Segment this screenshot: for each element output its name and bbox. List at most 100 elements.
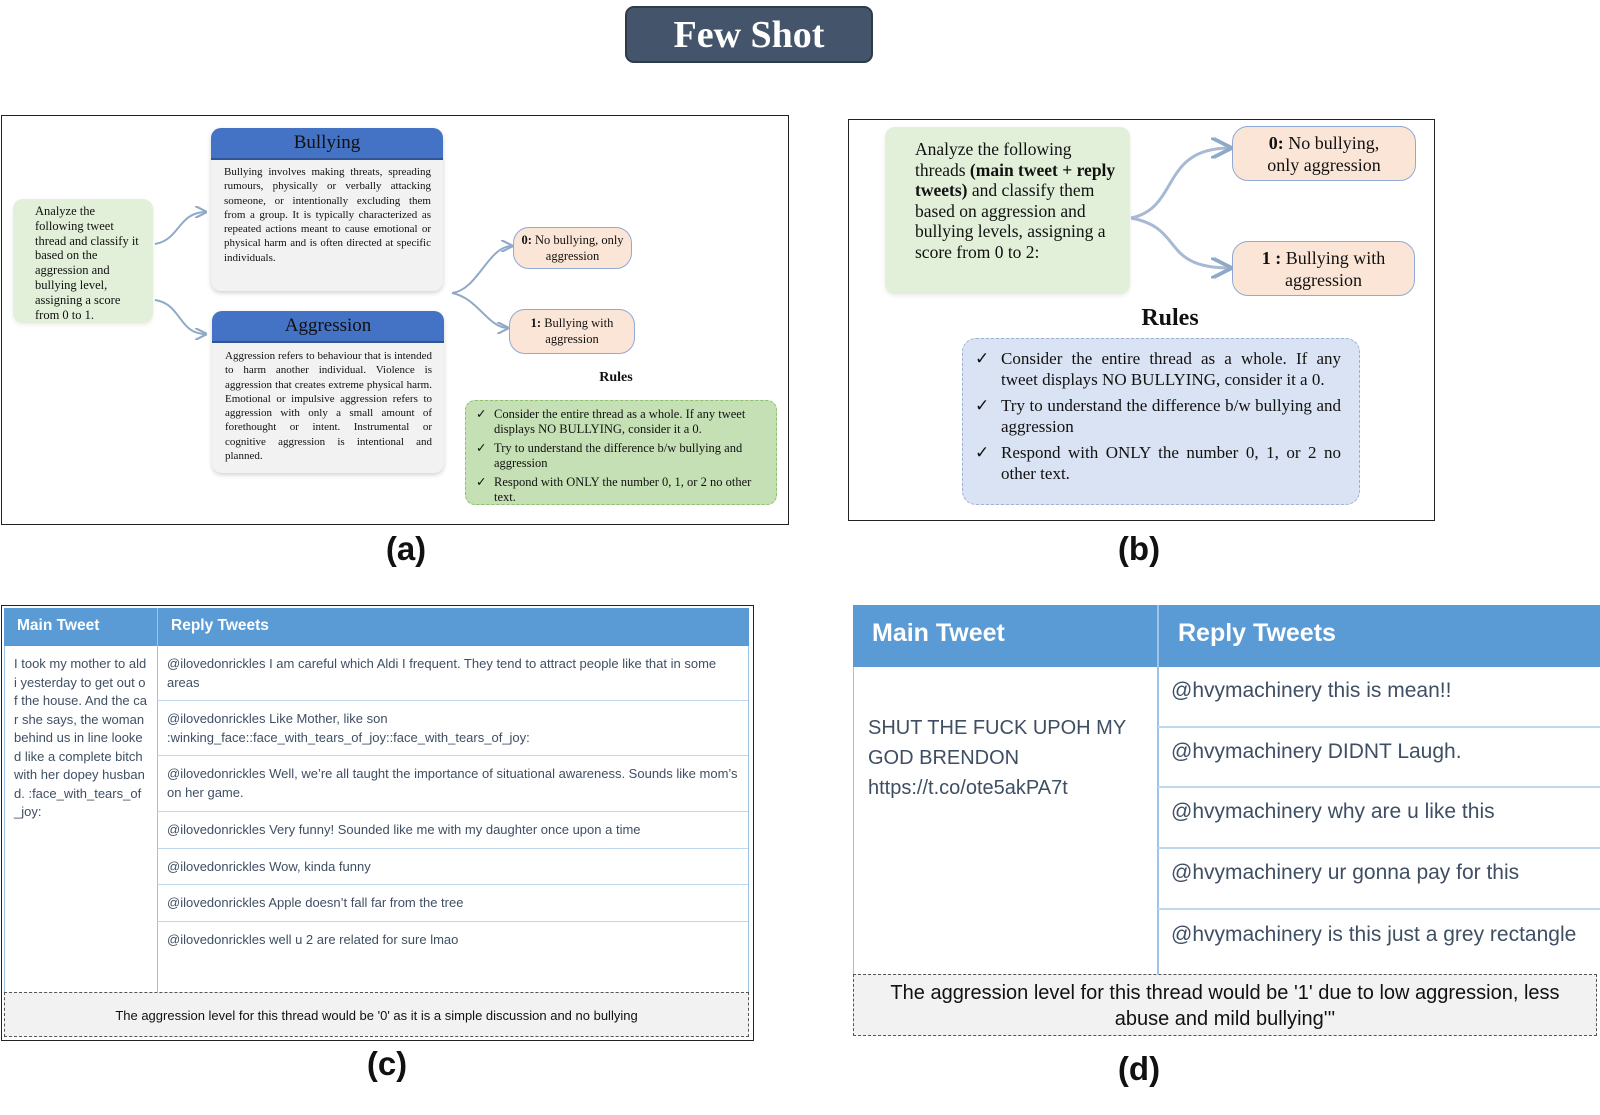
check-icon: ✓ bbox=[975, 396, 990, 415]
reply-text: @ilovedonrickles Wow, kinda funny bbox=[167, 859, 371, 874]
panel-a-rules-box: ✓ Consider the entire thread as a whole.… bbox=[465, 400, 777, 505]
reply-row: @ilovedonrickles Like Mother, like son :… bbox=[158, 701, 748, 756]
panel-a-rule: ✓ Consider the entire thread as a whole.… bbox=[476, 407, 766, 436]
panel-b-prompt-pre: Analyze the following threads bbox=[915, 139, 1072, 180]
panel-a-label-1-num: 1: bbox=[530, 316, 542, 330]
caption-a: (a) bbox=[385, 530, 427, 567]
reply-text: @hvymachinery why are u like this bbox=[1171, 800, 1495, 823]
panel-d-note: The aggression level for this thread wou… bbox=[853, 974, 1597, 1036]
panel-a-rule: ✓ Respond with ONLY the number 0, 1, or … bbox=[476, 475, 766, 504]
reply-text: @hvymachinery this is mean!! bbox=[1171, 679, 1452, 702]
panel-c-col-reply: Reply Tweets bbox=[171, 617, 269, 634]
panel-b-rule-text: Respond with ONLY the number 0, 1, or 2 … bbox=[1001, 443, 1341, 483]
panel-a-rule-text: Respond with ONLY the number 0, 1, or 2 … bbox=[494, 475, 752, 504]
arrow-to-label1-b bbox=[1130, 216, 1230, 268]
aggression-title: Aggression bbox=[284, 315, 372, 336]
panel-a-label-0-num: 0: bbox=[521, 233, 532, 247]
reply-row: @ilovedonrickles Well, we’re all taught … bbox=[158, 756, 748, 812]
panel-d-replies: @hvymachinery this is mean!! @hvymachine… bbox=[1158, 667, 1600, 974]
reply-text: @ilovedonrickles Apple doesn’t fall far … bbox=[167, 895, 464, 910]
panel-c-note: The aggression level for this thread wou… bbox=[4, 992, 749, 1037]
check-icon: ✓ bbox=[476, 475, 487, 489]
reply-text: @hvymachinery is this just a grey rectan… bbox=[1171, 923, 1577, 946]
arrow-to-label0-b bbox=[1130, 148, 1230, 220]
caption-b: (b) bbox=[1117, 530, 1161, 567]
panel-a-rule: ✓ Try to understand the difference b/w b… bbox=[476, 441, 766, 470]
panel-b-label-1-text: Bullying with aggression bbox=[1285, 248, 1386, 290]
arrow-to-bullying bbox=[154, 212, 206, 245]
reply-row: @ilovedonrickles I am careful which Aldi… bbox=[158, 646, 748, 701]
reply-row: @hvymachinery is this just a grey rectan… bbox=[1158, 910, 1600, 974]
panel-a-prompt: Analyze the following tweet thread and c… bbox=[35, 204, 139, 322]
panel-b-rule-text: Consider the entire thread as a whole. I… bbox=[1001, 349, 1341, 389]
aggression-card-header: Aggression bbox=[212, 311, 444, 343]
reply-text: @ilovedonrickles Well, we’re all taught … bbox=[167, 766, 738, 800]
check-icon: ✓ bbox=[975, 443, 990, 462]
reply-text: @ilovedonrickles Like Mother, like son :… bbox=[167, 711, 530, 745]
panel-c-note-text: The aggression level for this thread wou… bbox=[115, 1008, 638, 1023]
panel-d-col-main: Main Tweet bbox=[872, 619, 1005, 647]
reply-row: @hvymachinery why are u like this bbox=[1158, 788, 1600, 849]
panel-c-header: Main Tweet Reply Tweets bbox=[4, 608, 749, 646]
check-icon: ✓ bbox=[476, 407, 487, 421]
bullying-title: Bullying bbox=[293, 132, 361, 153]
title-text: Few Shot bbox=[673, 13, 825, 56]
panel-c-column-divider bbox=[157, 608, 158, 992]
arrow-to-label0-a bbox=[451, 246, 512, 294]
panel-b-rule-text: Try to understand the difference b/w bul… bbox=[1001, 396, 1341, 436]
title-banner: Few Shot bbox=[625, 6, 873, 63]
reply-text: @ilovedonrickles Very funny! Sounded lik… bbox=[167, 822, 641, 837]
panel-c-main-tweet: I took my mother to aldi yesterday to ge… bbox=[14, 656, 147, 819]
reply-row: @hvymachinery ur gonna pay for this bbox=[1158, 849, 1600, 910]
panel-b-prompt-box: Analyze the following threads (main twee… bbox=[885, 127, 1130, 294]
panel-d-column-divider bbox=[1157, 605, 1159, 974]
bullying-card: Bullying Bullying involves making threat… bbox=[211, 128, 443, 291]
panel-c-col-main: Main Tweet bbox=[17, 617, 100, 634]
panel-b-label-1: 1 : Bullying with aggression bbox=[1232, 241, 1415, 296]
panel-b-rule: ✓ Consider the entire thread as a whole.… bbox=[975, 349, 1341, 390]
panel-b-rule: ✓ Try to understand the difference b/w b… bbox=[975, 396, 1341, 437]
caption-d: (d) bbox=[1117, 1050, 1161, 1087]
panel-d-body bbox=[853, 667, 1600, 974]
panel-c bbox=[1, 605, 754, 1041]
panel-b-prompt-post: and classify them based on aggression an… bbox=[915, 180, 1106, 262]
panel-a-label-0: 0: No bullying, only aggression bbox=[513, 227, 632, 269]
check-icon: ✓ bbox=[975, 349, 990, 368]
aggression-definition: Aggression refers to behaviour that is i… bbox=[225, 350, 432, 463]
panel-c-replies: @ilovedonrickles I am careful which Aldi… bbox=[158, 646, 748, 992]
reply-row: @ilovedonrickles Apple doesn’t fall far … bbox=[158, 885, 748, 922]
panel-d-header: Main Tweet Reply Tweets bbox=[853, 605, 1600, 667]
caption-c: (c) bbox=[366, 1045, 408, 1082]
panel-a-rule-text: Try to understand the difference b/w bul… bbox=[494, 441, 743, 470]
reply-row: @ilovedonrickles well u 2 are related fo… bbox=[158, 922, 748, 992]
check-icon: ✓ bbox=[476, 441, 487, 455]
panel-b-rules-list: ✓ Consider the entire thread as a whole.… bbox=[975, 349, 1341, 484]
panel-a-label-0-text: No bullying, only aggression bbox=[535, 233, 624, 263]
arrow-to-label1-a bbox=[451, 292, 508, 328]
bullying-card-header: Bullying bbox=[211, 128, 443, 160]
panel-b-label-0-text: No bullying, only aggression bbox=[1267, 133, 1381, 175]
panel-a-label-1-text: Bullying with aggression bbox=[544, 316, 614, 346]
panel-b-label-0: 0: No bullying, only aggression bbox=[1232, 126, 1416, 181]
panel-a-rules-title: Rules bbox=[599, 370, 633, 385]
panel-b-prompt-bold: (main tweet + reply tweets) bbox=[915, 159, 1116, 201]
panel-d-note-text: The aggression level for this thread wou… bbox=[890, 982, 1560, 1030]
panel-a-rules-list: ✓ Consider the entire thread as a whole.… bbox=[476, 407, 766, 504]
panel-a-label-1: 1: Bullying with aggression bbox=[509, 309, 635, 354]
panel-a-prompt-box: Analyze the following tweet thread and c… bbox=[13, 199, 153, 323]
panel-d-main-tweet: SHUT THE FUCK UPOH MY GOD BRENDON https:… bbox=[868, 717, 1126, 799]
reply-text: @ilovedonrickles well u 2 are related fo… bbox=[167, 932, 459, 947]
panel-a-rule-text: Consider the entire thread as a whole. I… bbox=[494, 407, 746, 436]
reply-row: @ilovedonrickles Very funny! Sounded lik… bbox=[158, 812, 748, 849]
panel-b-rules-title: Rules bbox=[1141, 305, 1199, 331]
panel-b-rule: ✓ Respond with ONLY the number 0, 1, or … bbox=[975, 443, 1341, 484]
reply-text: @ilovedonrickles I am careful which Aldi… bbox=[167, 656, 717, 690]
panel-b-label-1-num: 1 : bbox=[1261, 248, 1282, 268]
panel-b-rules-box: ✓ Consider the entire thread as a whole.… bbox=[962, 338, 1360, 505]
reply-row: @hvymachinery DIDNT Laugh. bbox=[1158, 728, 1600, 788]
reply-text: @hvymachinery ur gonna pay for this bbox=[1171, 861, 1520, 884]
reply-row: @hvymachinery this is mean!! bbox=[1158, 667, 1600, 728]
reply-row: @ilovedonrickles Wow, kinda funny bbox=[158, 849, 748, 885]
